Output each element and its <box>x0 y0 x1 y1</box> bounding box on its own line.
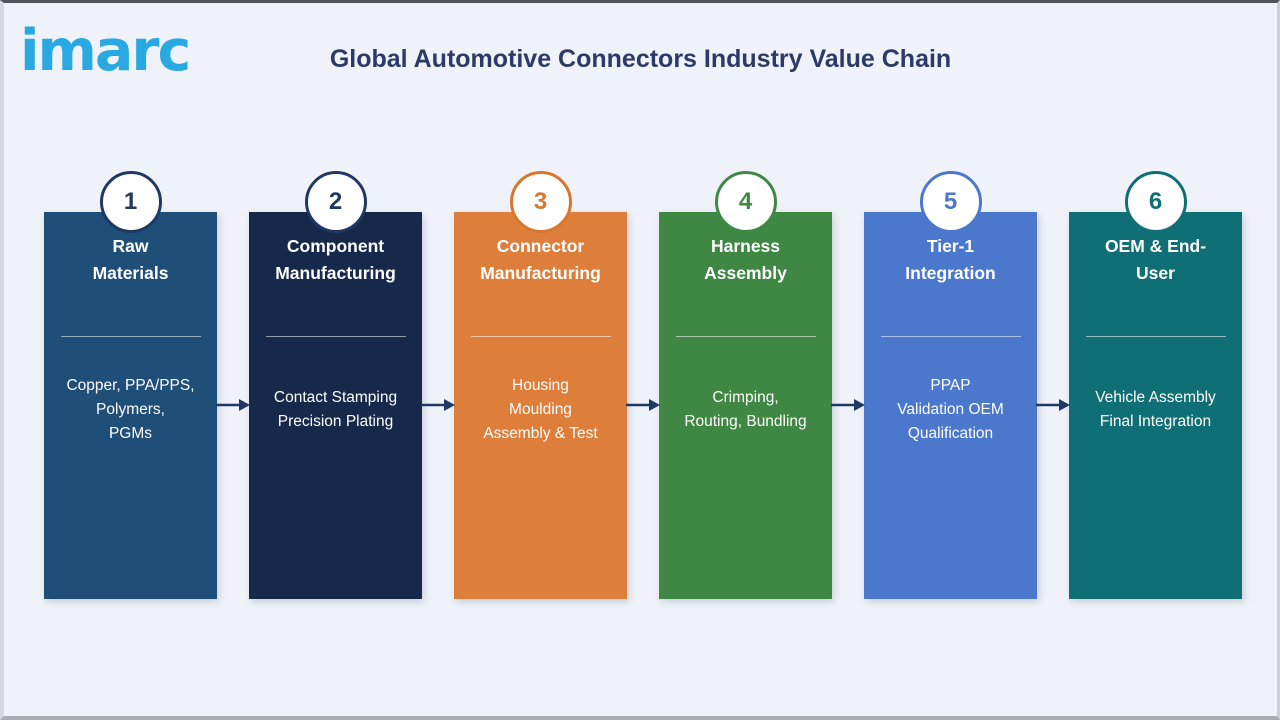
stage-number: 3 <box>533 188 548 215</box>
right-arrow-icon <box>1036 399 1070 411</box>
stage-divider <box>675 336 816 337</box>
stage-raw-materials: 1 Raw Materials Copper, PPA/PPS, Polymer… <box>44 171 217 599</box>
stage-title: Harness Assembly <box>704 236 787 283</box>
right-arrow-icon <box>626 399 660 411</box>
stage-divider <box>60 336 201 337</box>
page-title: Global Automotive Connectors Industry Va… <box>329 45 952 73</box>
stage-oem-end-user: 6 OEM & End- User Vehicle Assembly Final… <box>1069 171 1242 599</box>
stage-number: 2 <box>328 188 343 215</box>
right-arrow-icon <box>831 399 865 411</box>
stage-number-badge: 3 <box>509 171 572 233</box>
stage-divider <box>880 336 1021 337</box>
stage-number: 5 <box>943 188 958 215</box>
stage-description: Crimping, Routing, Bundling <box>684 388 807 430</box>
stage-tier1-integration: 5 Tier-1 Integration PPAP Validation OEM… <box>864 171 1037 599</box>
stage-description: Housing Moulding Assembly & Test <box>483 376 598 442</box>
stage-title: Tier-1 Integration <box>905 236 996 283</box>
stage-description: PPAP Validation OEM Qualification <box>897 376 1004 442</box>
stage-description: Copper, PPA/PPS, Polymers, PGMs <box>66 376 195 442</box>
stage-title: Raw Materials <box>92 236 169 283</box>
stage-title: OEM & End- User <box>1104 236 1207 283</box>
stage-divider <box>265 336 406 337</box>
stage-number: 6 <box>1148 188 1163 215</box>
stage-description: Contact Stamping Precision Plating <box>273 388 398 430</box>
stage-component-manufacturing: 2 Component Manufacturing Contact Stampi… <box>249 171 422 599</box>
right-arrow-icon <box>216 399 250 411</box>
stage-connector-manufacturing: 3 Connector Manufacturing Housing Mouldi… <box>454 171 627 599</box>
stage-description: Vehicle Assembly Final Integration <box>1095 388 1216 430</box>
stage-number-badge: 1 <box>99 171 162 233</box>
stage-number-badge: 2 <box>304 171 367 233</box>
stage-number-badge: 4 <box>714 171 777 233</box>
stage-number-badge: 5 <box>919 171 982 233</box>
stage-harness-assembly: 4 Harness Assembly Crimping, Routing, Bu… <box>659 171 832 599</box>
stage-title: Connector Manufacturing <box>480 236 601 283</box>
stage-divider <box>1085 336 1226 337</box>
stage-number: 1 <box>123 188 138 215</box>
stage-number: 4 <box>738 188 753 215</box>
stage-divider <box>470 336 611 337</box>
stage-title: Component Manufacturing <box>275 236 396 283</box>
right-arrow-icon <box>421 399 455 411</box>
stage-number-badge: 6 <box>1124 171 1187 233</box>
imarc-logo: imarc <box>20 18 191 84</box>
